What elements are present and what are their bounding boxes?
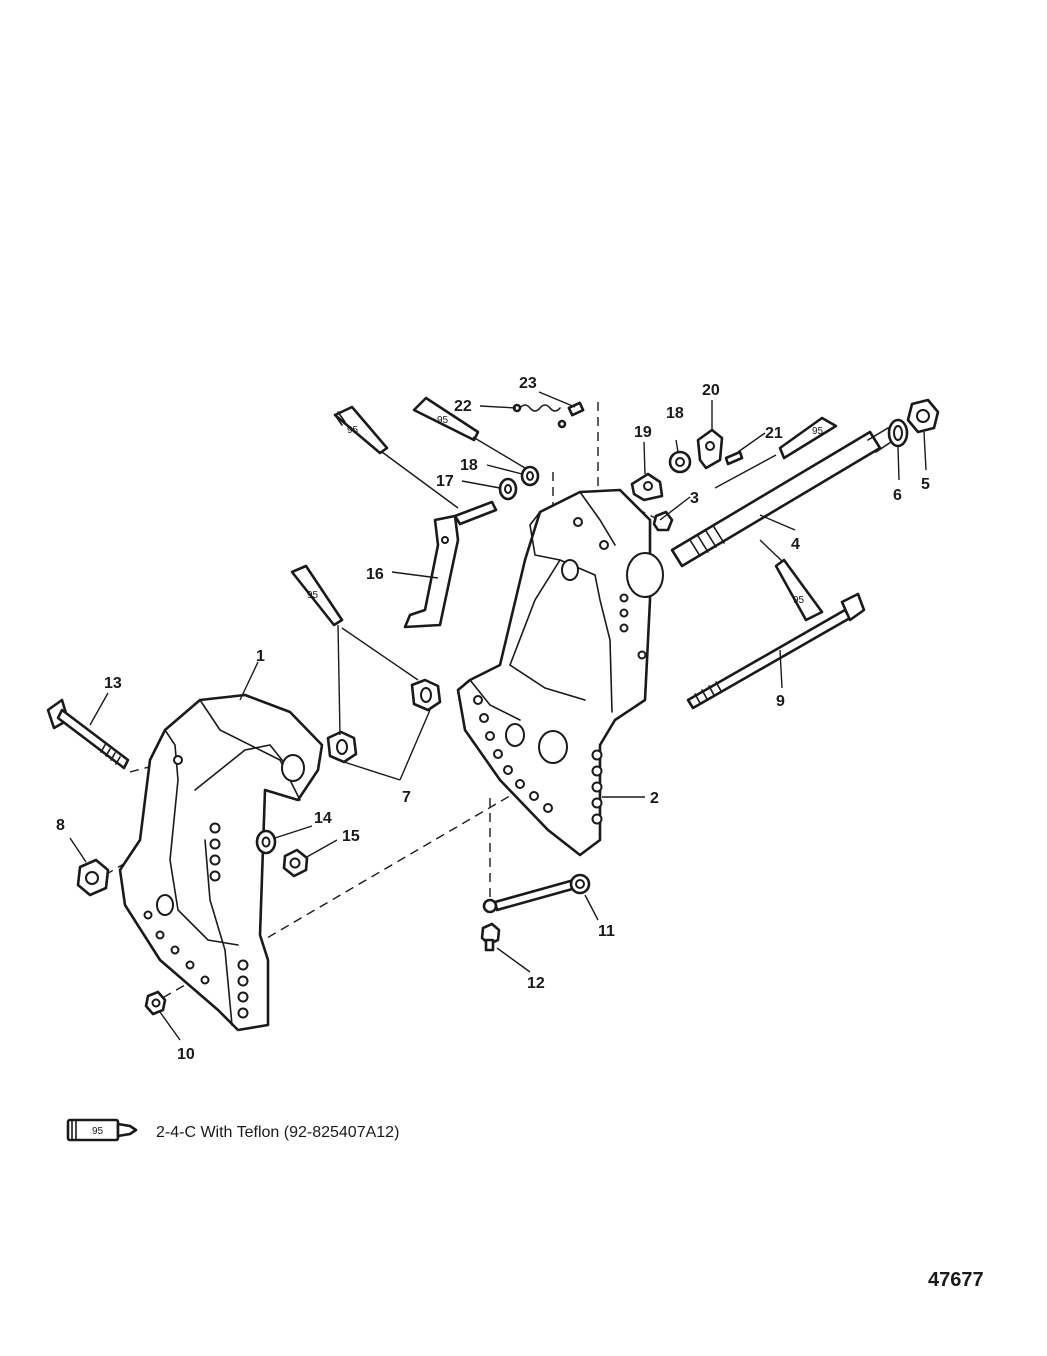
- callout-18: 18: [460, 457, 478, 474]
- callout-1: 1: [256, 648, 265, 665]
- callout-14: 14: [314, 810, 332, 827]
- callout-16: 16: [366, 566, 384, 583]
- callout-23: 23: [519, 375, 537, 392]
- washer-part-14: [255, 829, 277, 855]
- nut-part-10: [144, 990, 167, 1016]
- grease-tube-icon: 95: [333, 405, 389, 455]
- callout-8: 8: [56, 817, 65, 834]
- bushing-part-18-b: [668, 450, 692, 474]
- document-number: 47677: [928, 1269, 984, 1291]
- screw-part-23: [567, 401, 585, 417]
- svg-text:95: 95: [437, 415, 449, 426]
- grease-tubes: 95 95 95 95 95: [290, 396, 838, 627]
- leader-lines: [69, 391, 927, 1041]
- callout-17: 17: [436, 473, 454, 490]
- tilt-tube-part-4: [670, 426, 896, 568]
- nut-part-5: [906, 398, 940, 434]
- callout-5: 5: [921, 476, 930, 493]
- swivel-bracket-part-2: [456, 488, 664, 857]
- nut-part-8: [76, 858, 110, 897]
- callout-21: 21: [765, 425, 783, 442]
- grease-tube-icon: 95: [778, 416, 838, 460]
- nut-part-15: [282, 848, 309, 878]
- callout-13: 13: [104, 675, 122, 692]
- callout-15: 15: [342, 828, 360, 845]
- ground-strap-part-11: [482, 873, 591, 914]
- spring-part-22: [512, 403, 567, 429]
- small-hardware: [76, 398, 940, 1016]
- callout-4: 4: [791, 536, 800, 553]
- svg-text:95: 95: [793, 595, 805, 606]
- legend-text: 2-4-C With Teflon (92-825407A12): [156, 1124, 399, 1141]
- link-part-19: [630, 472, 664, 502]
- callout-3: 3: [690, 490, 699, 507]
- callout-6: 6: [893, 487, 902, 504]
- callout-20: 20: [702, 382, 720, 399]
- callout-9: 9: [776, 693, 785, 710]
- lever-part-16: [403, 500, 498, 629]
- grease-tube-icon: 95: [412, 396, 480, 442]
- adjustment-holes: [473, 517, 647, 825]
- callout-19: 19: [634, 424, 652, 441]
- callout-18: 18: [666, 405, 684, 422]
- svg-text:95: 95: [92, 1126, 104, 1137]
- svg-text:95: 95: [347, 425, 359, 436]
- bushing-part-18-a: [520, 465, 540, 487]
- svg-text:95: 95: [307, 590, 319, 601]
- screw-part-12: [480, 922, 501, 952]
- grease-tube-icon: 95: [774, 558, 824, 622]
- washer-part-17: [498, 477, 518, 501]
- washers-part-7: [326, 678, 442, 764]
- bolt-part-13: [46, 698, 130, 770]
- callout-2: 2: [650, 790, 659, 807]
- washer-part-6: [887, 418, 909, 448]
- callout-10: 10: [177, 1046, 195, 1063]
- adjustment-holes: [143, 755, 249, 1019]
- svg-text:95: 95: [812, 426, 824, 437]
- callout-7: 7: [402, 789, 411, 806]
- bracket-part-20: [696, 428, 724, 470]
- grease-tube-icon: 95: [290, 564, 344, 627]
- fitting-part-3: [652, 510, 674, 532]
- callout-12: 12: [527, 975, 545, 992]
- pin-part-21: [724, 450, 744, 466]
- through-bolt-part-9: [686, 592, 866, 710]
- grease-tube-icon: 95: [66, 1118, 138, 1142]
- clamp-bracket-part-1: [118, 693, 324, 1032]
- callout-numbers: 1 2 3 4 5 6 7 8 9 10 11 12 13 14 15 16 1…: [56, 375, 930, 1063]
- legend: 95 2-4-C With Teflon (92-825407A12): [66, 1118, 399, 1142]
- callout-11: 11: [598, 923, 615, 940]
- callout-22: 22: [454, 398, 472, 415]
